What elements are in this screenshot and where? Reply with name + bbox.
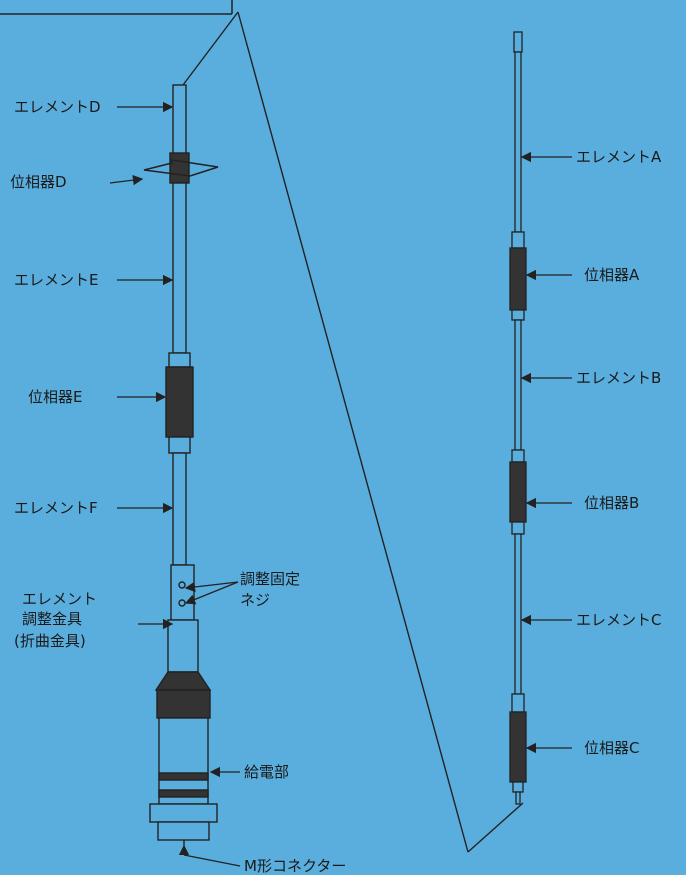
- phaser-b-cap-bottom: [511, 521, 525, 535]
- left-antenna: [143, 84, 219, 855]
- phaser-d-coil: [143, 159, 219, 177]
- base-taper: [154, 671, 212, 691]
- phaser-a: [509, 247, 527, 311]
- label-element-b: エレメントB: [576, 369, 662, 387]
- label-phaser-d: 位相器D: [10, 173, 67, 191]
- label-element-f: エレメントF: [14, 499, 98, 517]
- m-connector-bottom: [157, 821, 210, 841]
- label-feed-section: 給電部: [244, 763, 290, 781]
- label-adjust-fitting-3: (折曲金具): [14, 632, 86, 650]
- feed-ring-2: [158, 789, 209, 798]
- adjust-fitting: [170, 564, 195, 621]
- label-element-a: エレメントA: [576, 148, 662, 166]
- element-f-rod: [172, 452, 187, 566]
- feed-band: [156, 689, 211, 719]
- set-screw-2: [178, 599, 186, 607]
- element-a-rod: [514, 51, 522, 233]
- label-adjust-fitting-1: エレメント: [22, 590, 98, 608]
- label-element-e: エレメントE: [14, 271, 99, 289]
- bottom-tip: [515, 791, 521, 805]
- m-connector-top: [149, 803, 218, 823]
- label-phaser-b: 位相器B: [584, 494, 640, 512]
- label-phaser-e: 位相器E: [28, 388, 83, 406]
- set-screw-1: [178, 581, 186, 589]
- phaser-e-cap-bottom: [168, 436, 191, 454]
- label-phaser-a: 位相器A: [584, 266, 640, 284]
- phaser-e: [165, 366, 194, 438]
- element-e-rod: [172, 182, 187, 354]
- phaser-b-cap-top: [511, 449, 525, 463]
- phaser-b: [509, 461, 527, 523]
- leader-arrows: [109, 101, 572, 856]
- phaser-a-cap-top: [511, 231, 525, 249]
- feed-ring-1: [158, 772, 209, 781]
- phaser-c: [509, 711, 527, 783]
- top-tip: [513, 31, 523, 53]
- element-d-rod: [172, 84, 187, 156]
- label-adjust-fitting-2: 調整金具: [22, 610, 83, 628]
- phaser-c-cap-bottom: [512, 781, 524, 793]
- label-set-screw-2: ネジ: [240, 591, 271, 609]
- right-antenna: [509, 31, 527, 805]
- label-element-d: エレメントD: [14, 98, 101, 116]
- phaser-d: [169, 152, 190, 184]
- phaser-e-cap-top: [168, 352, 191, 368]
- phaser-c-cap-top: [511, 693, 525, 713]
- label-phaser-c: 位相器C: [584, 739, 640, 757]
- label-m-connector: M形コネクター: [244, 857, 347, 875]
- label-element-c: エレメントC: [576, 611, 662, 629]
- lower-tube: [167, 619, 199, 673]
- callout-lines: [182, 11, 524, 853]
- element-c-rod: [514, 533, 522, 695]
- element-b-rod: [514, 319, 522, 451]
- phaser-a-cap-bottom: [511, 309, 525, 321]
- label-set-screw-1: 調整固定: [240, 570, 301, 588]
